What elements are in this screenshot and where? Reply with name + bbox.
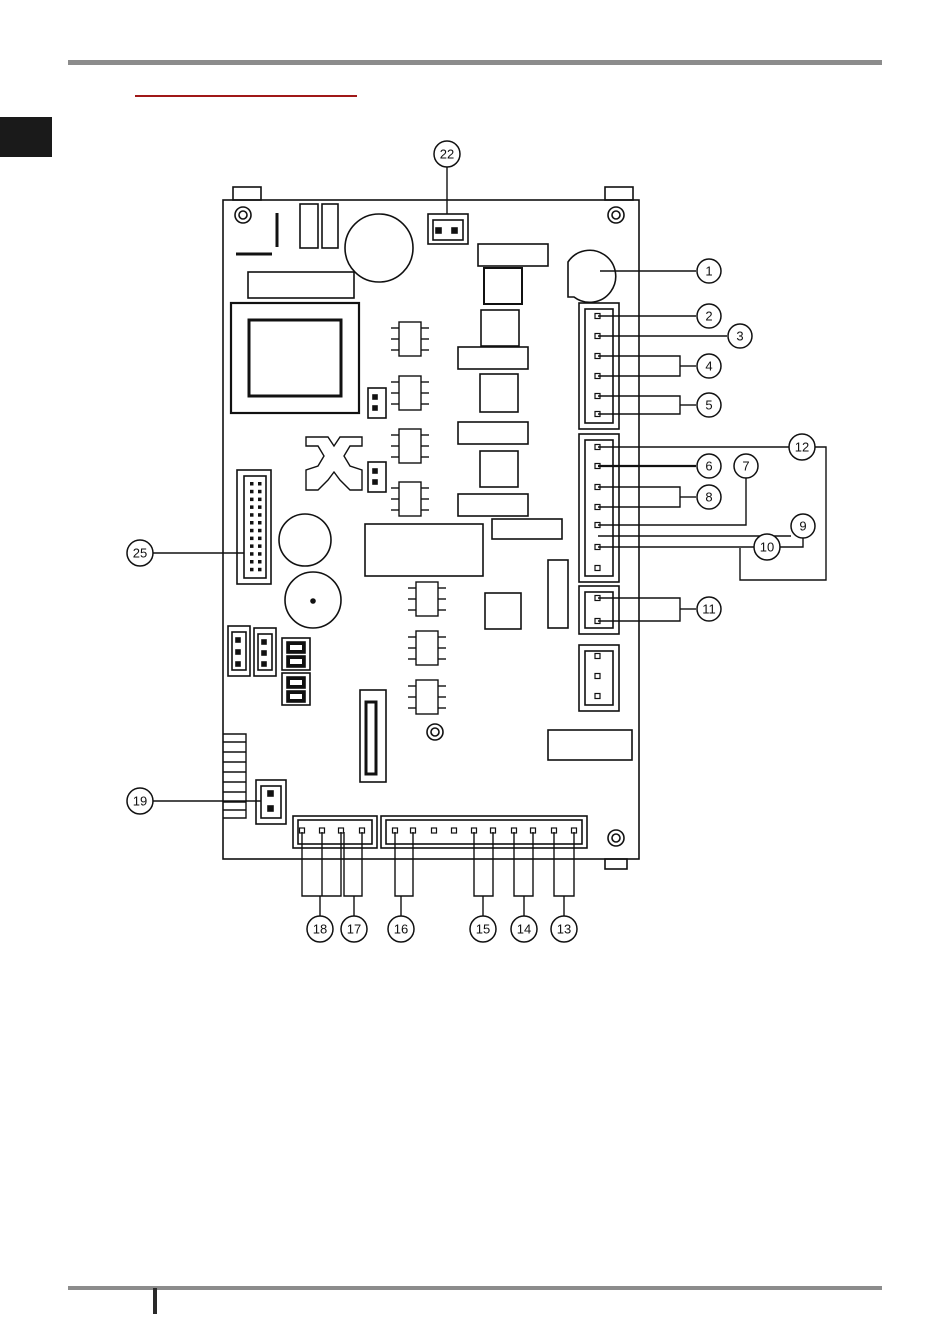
ribbon-header-pins <box>250 482 262 571</box>
callout-6: 6 <box>697 454 721 478</box>
terminal-block-right-1 <box>579 303 619 429</box>
header-pin <box>250 498 254 502</box>
header-pin <box>250 521 254 525</box>
ic-chips <box>391 322 446 714</box>
terminal-pin <box>595 674 600 679</box>
callout-13: 13 <box>551 916 577 942</box>
callout-3-label: 3 <box>736 329 743 344</box>
header-pin <box>258 505 262 509</box>
callout-16: 16 <box>388 916 414 942</box>
header-pin <box>258 568 262 572</box>
callout-1: 1 <box>697 259 721 283</box>
buzzer <box>279 514 331 566</box>
header-pin <box>258 529 262 533</box>
callout-5-label: 5 <box>705 398 712 413</box>
callout-15: 15 <box>470 916 496 942</box>
header-pin <box>250 544 254 548</box>
callout-19: 19 <box>127 788 153 814</box>
callout-6-label: 6 <box>705 459 712 474</box>
header-pin <box>258 490 262 494</box>
callout-25: 25 <box>127 540 153 566</box>
terminal-pin <box>595 566 600 571</box>
callout-18-label: 18 <box>313 922 327 937</box>
callout-11: 11 <box>697 597 721 621</box>
callout-10-label: 10 <box>760 540 774 555</box>
callout-19-label: 19 <box>133 794 147 809</box>
callout-16-label: 16 <box>394 922 408 937</box>
header-pin <box>250 505 254 509</box>
header-pin <box>250 513 254 517</box>
terminal-block-right-3 <box>579 586 619 634</box>
callout-3: 3 <box>728 324 752 348</box>
callout-18: 18 <box>307 916 333 942</box>
header-pin <box>258 482 262 486</box>
terminal-pin <box>432 828 437 833</box>
header-pin <box>258 513 262 517</box>
callout-13-label: 13 <box>557 922 571 937</box>
header-pin <box>258 552 262 556</box>
battery-holder <box>568 250 616 302</box>
callout-17: 17 <box>341 916 367 942</box>
callout-11-label: 11 <box>702 602 716 617</box>
fuse-holder <box>360 690 386 782</box>
header-pin <box>250 490 254 494</box>
callout-14: 14 <box>511 916 537 942</box>
callout-9: 9 <box>791 514 815 538</box>
connector-22 <box>428 214 468 244</box>
callout-14-label: 14 <box>517 922 531 937</box>
callout-10: 10 <box>754 534 780 560</box>
callout-7-label: 7 <box>742 459 749 474</box>
callout-17-label: 17 <box>347 922 361 937</box>
ribbon-header-25 <box>237 470 271 584</box>
header-pin <box>250 560 254 564</box>
callout-12-label: 12 <box>795 440 809 455</box>
callout-2-label: 2 <box>705 309 712 324</box>
callout-4-label: 4 <box>705 359 712 374</box>
callout-1-label: 1 <box>705 264 712 279</box>
callout-8: 8 <box>697 485 721 509</box>
callout-22-label: 22 <box>440 147 454 162</box>
header-pin <box>258 544 262 548</box>
top-left-components <box>231 204 413 413</box>
callout-15-label: 15 <box>476 922 490 937</box>
board-outline <box>223 187 639 869</box>
callout-8-label: 8 <box>705 490 712 505</box>
header-pin <box>258 498 262 502</box>
header-pin <box>258 521 262 525</box>
header-pin <box>250 482 254 486</box>
callout-4: 4 <box>697 354 721 378</box>
callout-25-label: 25 <box>133 546 147 561</box>
leader-lines <box>153 166 826 916</box>
heat-sink <box>306 437 362 490</box>
terminal-pin <box>452 828 457 833</box>
callout-5: 5 <box>697 393 721 417</box>
callout-12: 12 <box>789 434 815 460</box>
callout-7: 7 <box>734 454 758 478</box>
left-small-connectors <box>228 626 310 705</box>
callout-22: 22 <box>434 141 460 167</box>
header-pin <box>250 568 254 572</box>
callout-9-label: 9 <box>799 519 806 534</box>
header-pin <box>250 552 254 556</box>
connector-19 <box>256 780 286 824</box>
header-pin <box>258 537 262 541</box>
header-pin <box>258 560 262 564</box>
terminal-pin <box>595 694 600 699</box>
callout-2: 2 <box>697 304 721 328</box>
jumpers <box>368 388 386 492</box>
header-pin <box>250 537 254 541</box>
callout-markers: 22 1 2 3 4 5 12 6 7 8 9 10 11 25 19 18 1… <box>127 141 815 942</box>
right-terminal-pins <box>595 314 600 699</box>
header-pin <box>250 529 254 533</box>
left-edge-pin-stack <box>223 734 246 818</box>
terminal-pin <box>595 654 600 659</box>
